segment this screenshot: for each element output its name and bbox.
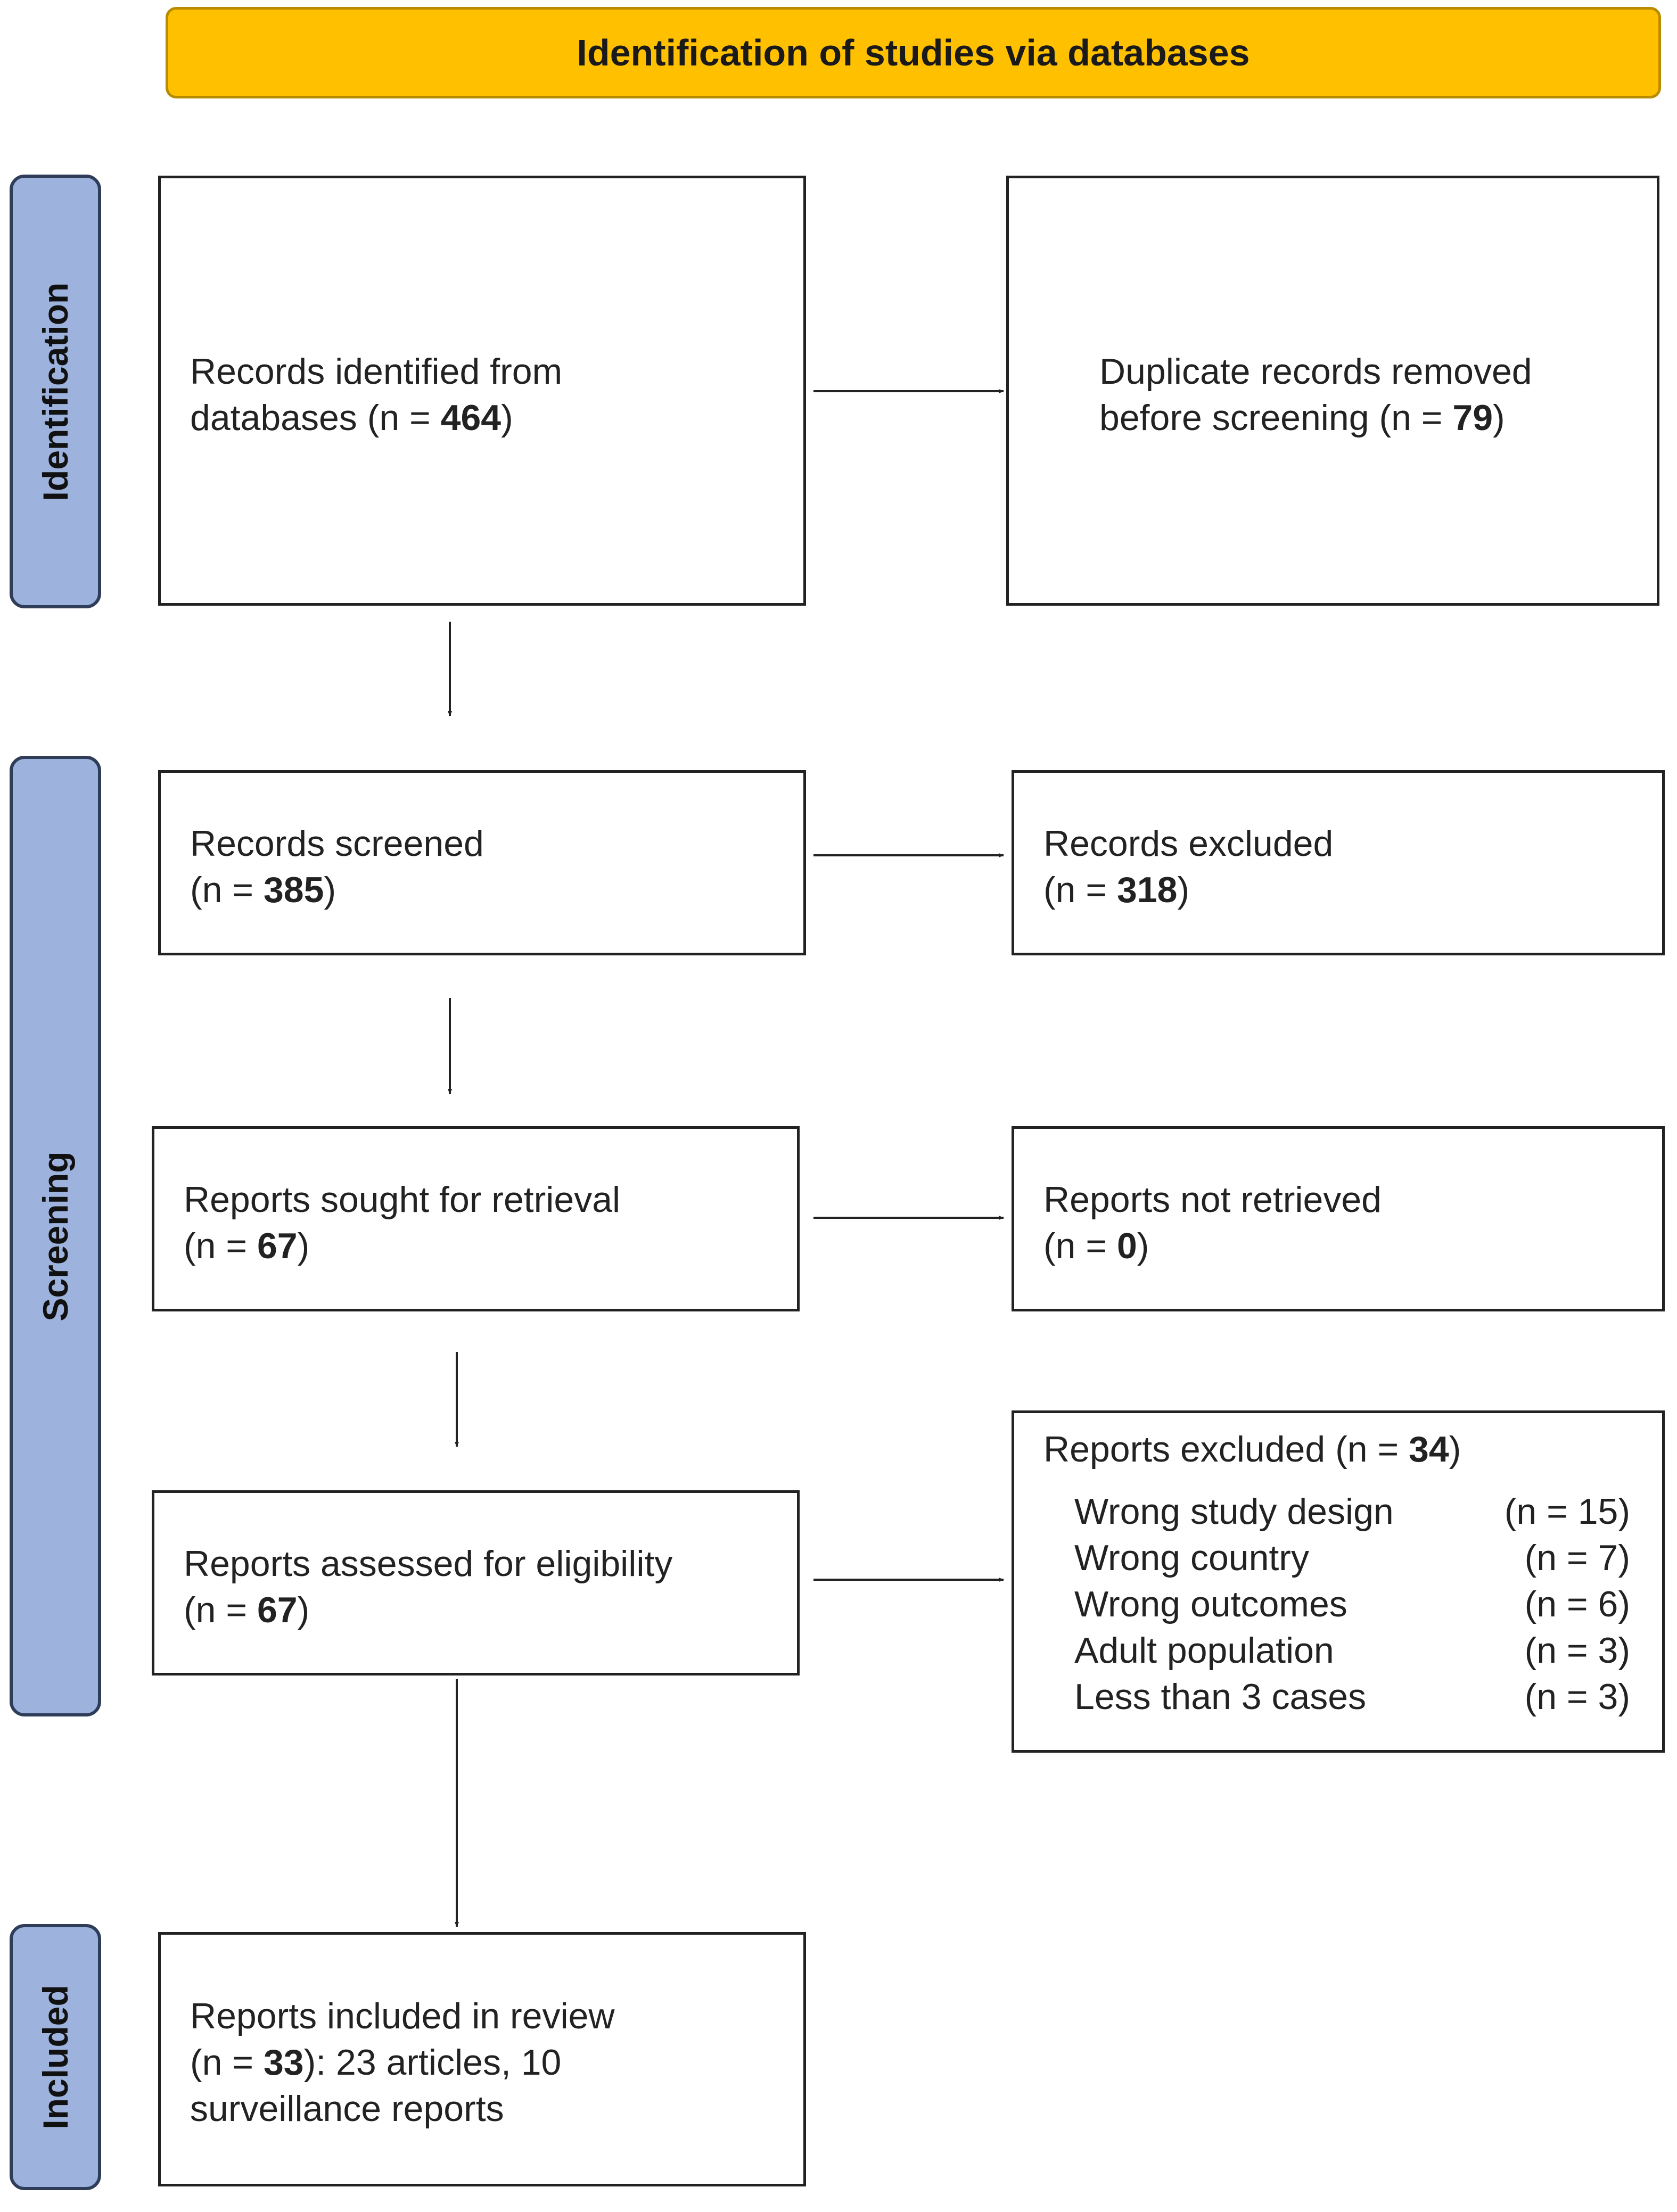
exclusion-reason: Wrong outcomes (n = 6) [1074, 1581, 1630, 1628]
exclusion-reason-count: (n = 3) [1524, 1677, 1630, 1717]
records-screened-box: Records screened (n = 385) [158, 770, 806, 955]
reports-excluded-count: 34 [1409, 1429, 1449, 1470]
phase-screening: Screening [10, 756, 101, 1716]
duplicates-removed-count: 79 [1452, 398, 1493, 438]
records-excluded-count: 318 [1116, 870, 1178, 910]
reports-assessed-line1: Reports assessed for eligibility [184, 1544, 673, 1584]
records-identified-line1: Records identified from [190, 351, 563, 392]
reports-assessed-count: 67 [257, 1590, 298, 1630]
reports-excluded-box: Reports excluded (n = 34) Wrong study de… [1012, 1410, 1665, 1753]
reports-not-retrieved-line1: Reports not retrieved [1043, 1179, 1382, 1220]
phase-identification: Identification [10, 175, 101, 608]
reports-sought-count-line: (n = 67) [184, 1226, 310, 1266]
records-screened-line1: Records screened [190, 823, 484, 864]
duplicates-removed-line1: Duplicate records removed [1099, 351, 1532, 392]
reports-included-box: Reports included in review (n = 33): 23 … [158, 1932, 806, 2186]
reports-excluded-heading: Reports excluded (n = 34) [1043, 1429, 1461, 1470]
reports-included-count: 33 [263, 2042, 304, 2083]
records-identified-count: 464 [440, 398, 502, 438]
exclusion-reason: Less than 3 cases (n = 3) [1074, 1674, 1630, 1720]
reports-assessed-count-line: (n = 67) [184, 1590, 310, 1630]
reports-sought-line1: Reports sought for retrieval [184, 1179, 621, 1220]
records-identified-count-line: databases (n = 464) [190, 398, 513, 438]
exclusion-reason-count: (n = 15) [1504, 1491, 1630, 1532]
exclusion-reason-label: Wrong country [1074, 1538, 1309, 1578]
records-screened-count-line: (n = 385) [190, 870, 336, 910]
exclusion-reason-count: (n = 6) [1524, 1584, 1630, 1624]
reports-not-retrieved-count-line: (n = 0) [1043, 1226, 1149, 1266]
header-title: Identification of studies via databases [577, 32, 1250, 73]
records-excluded-count-line: (n = 318) [1043, 870, 1190, 910]
exclusion-reason-count: (n = 7) [1524, 1538, 1630, 1578]
duplicates-removed-box: Duplicate records removed before screeni… [1006, 176, 1659, 606]
reports-sought-box: Reports sought for retrieval (n = 67) [152, 1126, 800, 1311]
exclusion-reason-label: Wrong outcomes [1074, 1584, 1347, 1624]
phase-included: Included [10, 1924, 101, 2190]
exclusion-reason-label: Less than 3 cases [1074, 1677, 1367, 1717]
identification-header: Identification of studies via databases [166, 7, 1661, 98]
reports-not-retrieved-count: 0 [1116, 1226, 1137, 1266]
reports-assessed-box: Reports assessed for eligibility (n = 67… [152, 1490, 800, 1675]
records-screened-count: 385 [263, 870, 324, 910]
reports-included-line1: Reports included in review [190, 1996, 615, 2036]
exclusion-reason-label: Adult population [1074, 1630, 1334, 1671]
records-excluded-line1: Records excluded [1043, 823, 1334, 864]
reports-included-line3: surveillance reports [190, 2089, 504, 2129]
exclusion-reason-count: (n = 3) [1524, 1630, 1630, 1671]
records-excluded-box: Records excluded (n = 318) [1012, 770, 1665, 955]
reports-not-retrieved-box: Reports not retrieved (n = 0) [1012, 1126, 1665, 1311]
duplicates-removed-count-line: before screening (n = 79) [1099, 398, 1505, 438]
exclusion-reason: Adult population (n = 3) [1074, 1628, 1630, 1674]
exclusion-reason-label: Wrong study design [1074, 1491, 1394, 1532]
exclusion-reason: Wrong study design (n = 15) [1074, 1489, 1630, 1535]
reports-sought-count: 67 [257, 1226, 298, 1266]
reports-included-count-line: (n = 33): 23 articles, 10 [190, 2042, 562, 2083]
records-identified-box: Records identified from databases (n = 4… [158, 176, 806, 606]
exclusion-reason: Wrong country (n = 7) [1074, 1535, 1630, 1581]
